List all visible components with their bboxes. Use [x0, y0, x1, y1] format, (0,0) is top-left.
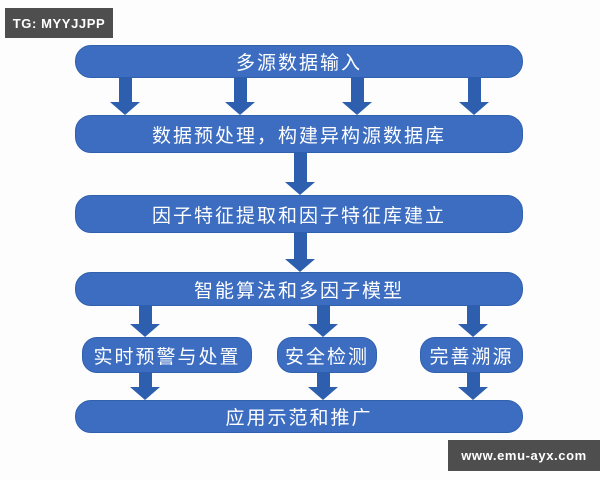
arrow-down-icon [130, 372, 160, 400]
node-application-promotion: 应用示范和推广 [75, 400, 523, 433]
arrow-down-icon [308, 305, 338, 337]
arrow-down-icon [110, 77, 140, 115]
node-multi-source-input: 多源数据输入 [75, 45, 523, 78]
arrow-down-icon [458, 372, 488, 400]
node-realtime-warning: 实时预警与处置 [82, 337, 252, 373]
arrow-down-icon [225, 77, 255, 115]
node-data-preprocessing: 数据预处理，构建异构源数据库 [75, 115, 523, 153]
arrow-down-icon [285, 232, 315, 272]
arrow-down-icon [458, 305, 488, 337]
node-security-detection: 安全检测 [277, 337, 377, 373]
arrow-down-icon [285, 152, 315, 195]
arrow-down-icon [308, 372, 338, 400]
arrow-down-icon [130, 305, 160, 337]
watermark-website-badge: www.emu-ayx.com [448, 440, 600, 471]
watermark-telegram-badge: TG: MYYJJPP [5, 8, 113, 38]
arrow-down-icon [342, 77, 372, 115]
arrow-down-icon [459, 77, 489, 115]
node-intelligent-model: 智能算法和多因子模型 [75, 272, 523, 306]
node-traceability: 完善溯源 [420, 337, 523, 373]
node-factor-feature: 因子特征提取和因子特征库建立 [75, 195, 523, 233]
